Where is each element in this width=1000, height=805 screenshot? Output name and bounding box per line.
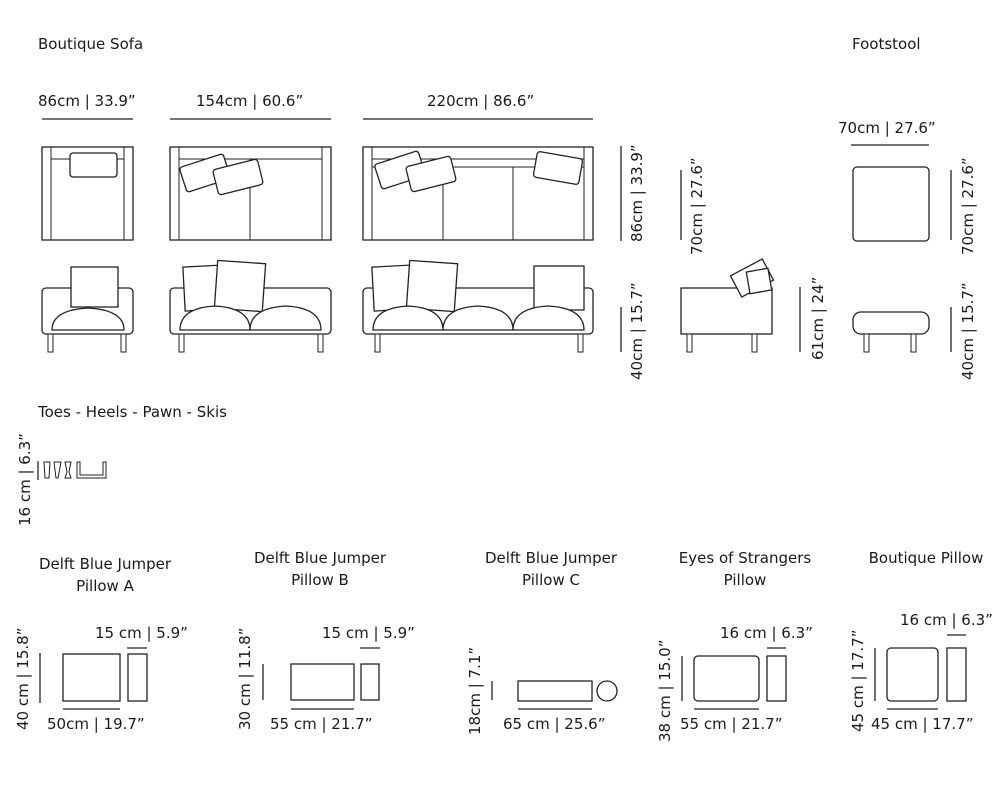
two-seat-width-label: 154cm | 60.6”: [196, 92, 303, 110]
pillow-b-title1: Delft Blue Jumper: [254, 549, 387, 567]
pillow-c-title2: Pillow C: [522, 571, 580, 589]
three-seat-top-view: [362, 146, 594, 241]
pillow-a-width-label: 50cm | 19.7”: [47, 715, 145, 733]
title-feet: Toes - Heels - Pawn - Skis: [37, 403, 227, 421]
armchair-top-view: [41, 146, 134, 241]
chair-width-label: 86cm | 33.9”: [38, 92, 136, 110]
three-seat-width-label: 220cm | 86.6”: [427, 92, 534, 110]
two-seat-front-view: [169, 259, 332, 353]
pillow-b-thickness-label: 15 cm | 5.9”: [322, 624, 415, 642]
two-seat-top-view: [169, 146, 332, 241]
pillow-a-height-label: 40 cm | 15.8”: [14, 628, 32, 730]
footstool-height-label: 40cm | 15.7”: [959, 282, 977, 380]
title-footstool: Footstool: [852, 35, 921, 53]
foot-skis: [76, 461, 107, 479]
feet-height-label: 16 cm | 6.3”: [16, 433, 34, 526]
pillow-eyes-title1: Eyes of Strangers: [679, 549, 812, 567]
armchair-front-view: [41, 266, 134, 353]
sofa-side-view: [680, 258, 775, 353]
pillow-eyes-width-label: 55 cm | 21.7”: [680, 715, 782, 733]
pillow-b: Delft Blue Jumper Pillow B 15 cm | 5.9” …: [236, 549, 415, 733]
pillow-boutique-front: [886, 647, 939, 702]
pillow-eyes-height-label: 38 cm | 15.0”: [656, 640, 674, 742]
pillow-boutique-thickness-label: 16 cm | 6.3”: [900, 611, 993, 629]
pillow-b-width-label: 55 cm | 21.7”: [270, 715, 372, 733]
footstool-top-view: [852, 166, 930, 242]
pillow-b-height-label: 30 cm | 11.8”: [236, 628, 254, 730]
pillow-boutique-width-label: 45 cm | 17.7”: [871, 715, 973, 733]
pillow-eyes-front: [693, 655, 760, 702]
three-seat-front-view: [362, 259, 594, 353]
pillow-a-side: [127, 653, 148, 702]
pillow-b-title2: Pillow B: [291, 571, 349, 589]
seat-height-label: 40cm | 15.7”: [628, 282, 646, 380]
foot-heels: [53, 461, 62, 479]
pillow-eyes-of-strangers: Eyes of Strangers Pillow 16 cm | 6.3” 38…: [656, 549, 813, 742]
pillow-eyes-thickness-label: 16 cm | 6.3”: [720, 624, 813, 642]
pillow-boutique-side: [946, 647, 967, 702]
footstool-front-view: [852, 311, 930, 353]
foot-toes: [43, 461, 51, 479]
pillow-eyes-side: [766, 655, 787, 702]
pillow-c-width-label: 65 cm | 25.6”: [503, 715, 605, 733]
pillow-boutique-title1: Boutique Pillow: [869, 549, 984, 567]
pillow-eyes-title2: Pillow: [724, 571, 767, 589]
pillow-a-front: [62, 653, 121, 702]
depth-label: 86cm | 33.9”: [628, 144, 646, 242]
pillow-a-thickness-label: 15 cm | 5.9”: [95, 624, 188, 642]
pillow-a-title2: Pillow A: [76, 577, 134, 595]
pillow-a: Delft Blue Jumper Pillow A 15 cm | 5.9” …: [14, 555, 188, 733]
pillow-boutique: Boutique Pillow 16 cm | 6.3” 45 cm | 17.…: [849, 549, 993, 733]
pillow-b-side: [360, 663, 380, 701]
pillow-a-title1: Delft Blue Jumper: [39, 555, 172, 573]
pillow-c-height-label: 18cm | 7.1”: [466, 647, 484, 735]
pillow-c: Delft Blue Jumper Pillow C 18cm | 7.1” 6…: [466, 549, 618, 735]
pillow-c-title1: Delft Blue Jumper: [485, 549, 618, 567]
pillow-c-front: [517, 680, 593, 702]
footstool-depth-label: 70cm | 27.6”: [959, 157, 977, 255]
side-depth-label: 70cm | 27.6”: [688, 157, 706, 255]
total-height-label: 61cm | 24”: [809, 277, 827, 360]
footstool-width-label: 70cm | 27.6”: [838, 119, 936, 137]
pillow-boutique-height-label: 45 cm | 17.7”: [849, 630, 867, 732]
feet-variants: [43, 461, 107, 479]
title-boutique-sofa: Boutique Sofa: [38, 35, 143, 53]
foot-pawn: [64, 461, 72, 479]
pillow-b-front: [290, 663, 355, 701]
pillow-c-side: [596, 680, 618, 702]
